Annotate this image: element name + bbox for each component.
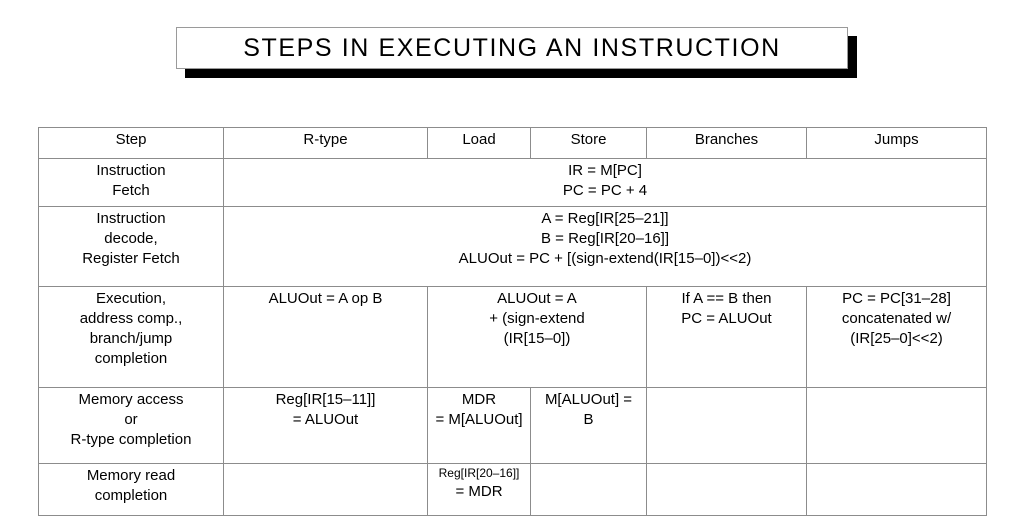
cell-memory-access-rtype: Reg[IR[15–11]] = ALUOut [223,387,428,464]
step-line: R-type completion [70,430,192,448]
row-label-memory-access: Memory access or R-type completion [38,387,224,464]
column-header-load: Load [427,127,531,159]
cell-memory-read-branches [646,463,807,516]
step-line: Instruction [96,210,166,227]
cell-line: MDR [461,391,497,408]
cell-line: Reg[IR[15–11]] [275,391,376,408]
cell-line: ALUOut = PC + [(sign-extend(IR[15–0])<<2… [458,249,752,267]
cell-line: M[ALUOut] = [544,391,633,408]
table-row-memory-access: Memory access or R-type completion Reg[I… [38,387,987,464]
row-label-execution: Execution, address comp., branch/jump co… [38,286,224,388]
cell-line: A = Reg[IR[25–21]] [541,210,669,227]
table-row-execution: Execution, address comp., branch/jump co… [38,286,987,388]
table-row-instruction-decode: Instruction decode, Register Fetch A = R… [38,206,987,287]
cell-line: (IR[15–0]) [503,329,571,347]
cell-memory-access-branches [646,387,807,464]
slide-title-banner: STEPS IN EXECUTING AN INSTRUCTION [176,27,857,78]
cell-line: B [583,410,594,428]
cell-line: If A == B then [681,290,772,307]
title-box: STEPS IN EXECUTING AN INSTRUCTION [176,27,848,69]
cell-memory-access-jumps [806,387,987,464]
step-line: completion [94,486,168,504]
cell-fetch-all-types: IR = M[PC] PC = PC + 4 [223,158,987,207]
cell-line: concatenated w/ [841,309,952,327]
step-line: decode, [104,229,158,247]
cell-line: (IR[25–0]<<2) [850,329,943,347]
step-line: or [124,410,138,428]
cell-memory-read-jumps [806,463,987,516]
table-row-memory-read-completion: Memory read completion Reg[IR[20–16]] = … [38,463,987,516]
cell-line: B = Reg[IR[20–16]] [541,229,669,247]
column-header-branches: Branches [646,127,807,159]
cell-line: = ALUOut [292,410,359,428]
table-header-row: Step R-type Load Store Branches Jumps [38,127,987,159]
cell-line: Reg[IR[20–16]] [438,466,520,480]
cell-line: ALUOut = A op B [268,290,383,307]
cell-execution-rtype: ALUOut = A op B [223,286,428,388]
table-row-instruction-fetch: Instruction Fetch IR = M[PC] PC = PC + 4 [38,158,987,207]
cell-memory-read-load: Reg[IR[20–16]] = MDR [427,463,531,516]
cell-line: + (sign-extend [489,309,585,327]
cell-line: PC = PC[31–28] [842,290,951,307]
step-line: Fetch [112,181,150,199]
row-label-instruction-fetch: Instruction Fetch [38,158,224,207]
cell-execution-jumps: PC = PC[31–28] concatenated w/ (IR[25–0]… [806,286,987,388]
cell-memory-access-load: MDR = M[ALUOut] [427,387,531,464]
column-header-store: Store [530,127,647,159]
step-line: Memory access [78,391,184,408]
column-header-step: Step [38,127,224,159]
cell-memory-access-store: M[ALUOut] = B [530,387,647,464]
step-line: branch/jump [89,329,173,347]
cell-line: PC = ALUOut [681,309,772,327]
step-line: Register Fetch [82,249,180,267]
cell-line: = M[ALUOut] [435,410,523,428]
row-label-instruction-decode: Instruction decode, Register Fetch [38,206,224,287]
cell-memory-read-store [530,463,647,516]
column-header-rtype: R-type [223,127,428,159]
row-label-memory-read-completion: Memory read completion [38,463,224,516]
step-line: Memory read [86,467,176,484]
step-line: address comp., [79,309,183,327]
cell-line: = MDR [455,482,503,500]
cell-line: ALUOut = A [497,290,577,307]
execution-steps-table: Step R-type Load Store Branches Jumps In… [38,127,987,516]
step-line: Execution, [95,290,167,307]
cell-line: IR = M[PC] [568,162,642,179]
step-line: Instruction [96,162,166,179]
step-line: completion [94,349,168,367]
cell-execution-load-store: ALUOut = A + (sign-extend (IR[15–0]) [427,286,647,388]
column-header-jumps: Jumps [806,127,987,159]
cell-execution-branches: If A == B then PC = ALUOut [646,286,807,388]
page-title: STEPS IN EXECUTING AN INSTRUCTION [243,33,781,62]
cell-memory-read-rtype [223,463,428,516]
cell-decode-all-types: A = Reg[IR[25–21]] B = Reg[IR[20–16]] AL… [223,206,987,287]
cell-line: PC = PC + 4 [562,181,648,199]
